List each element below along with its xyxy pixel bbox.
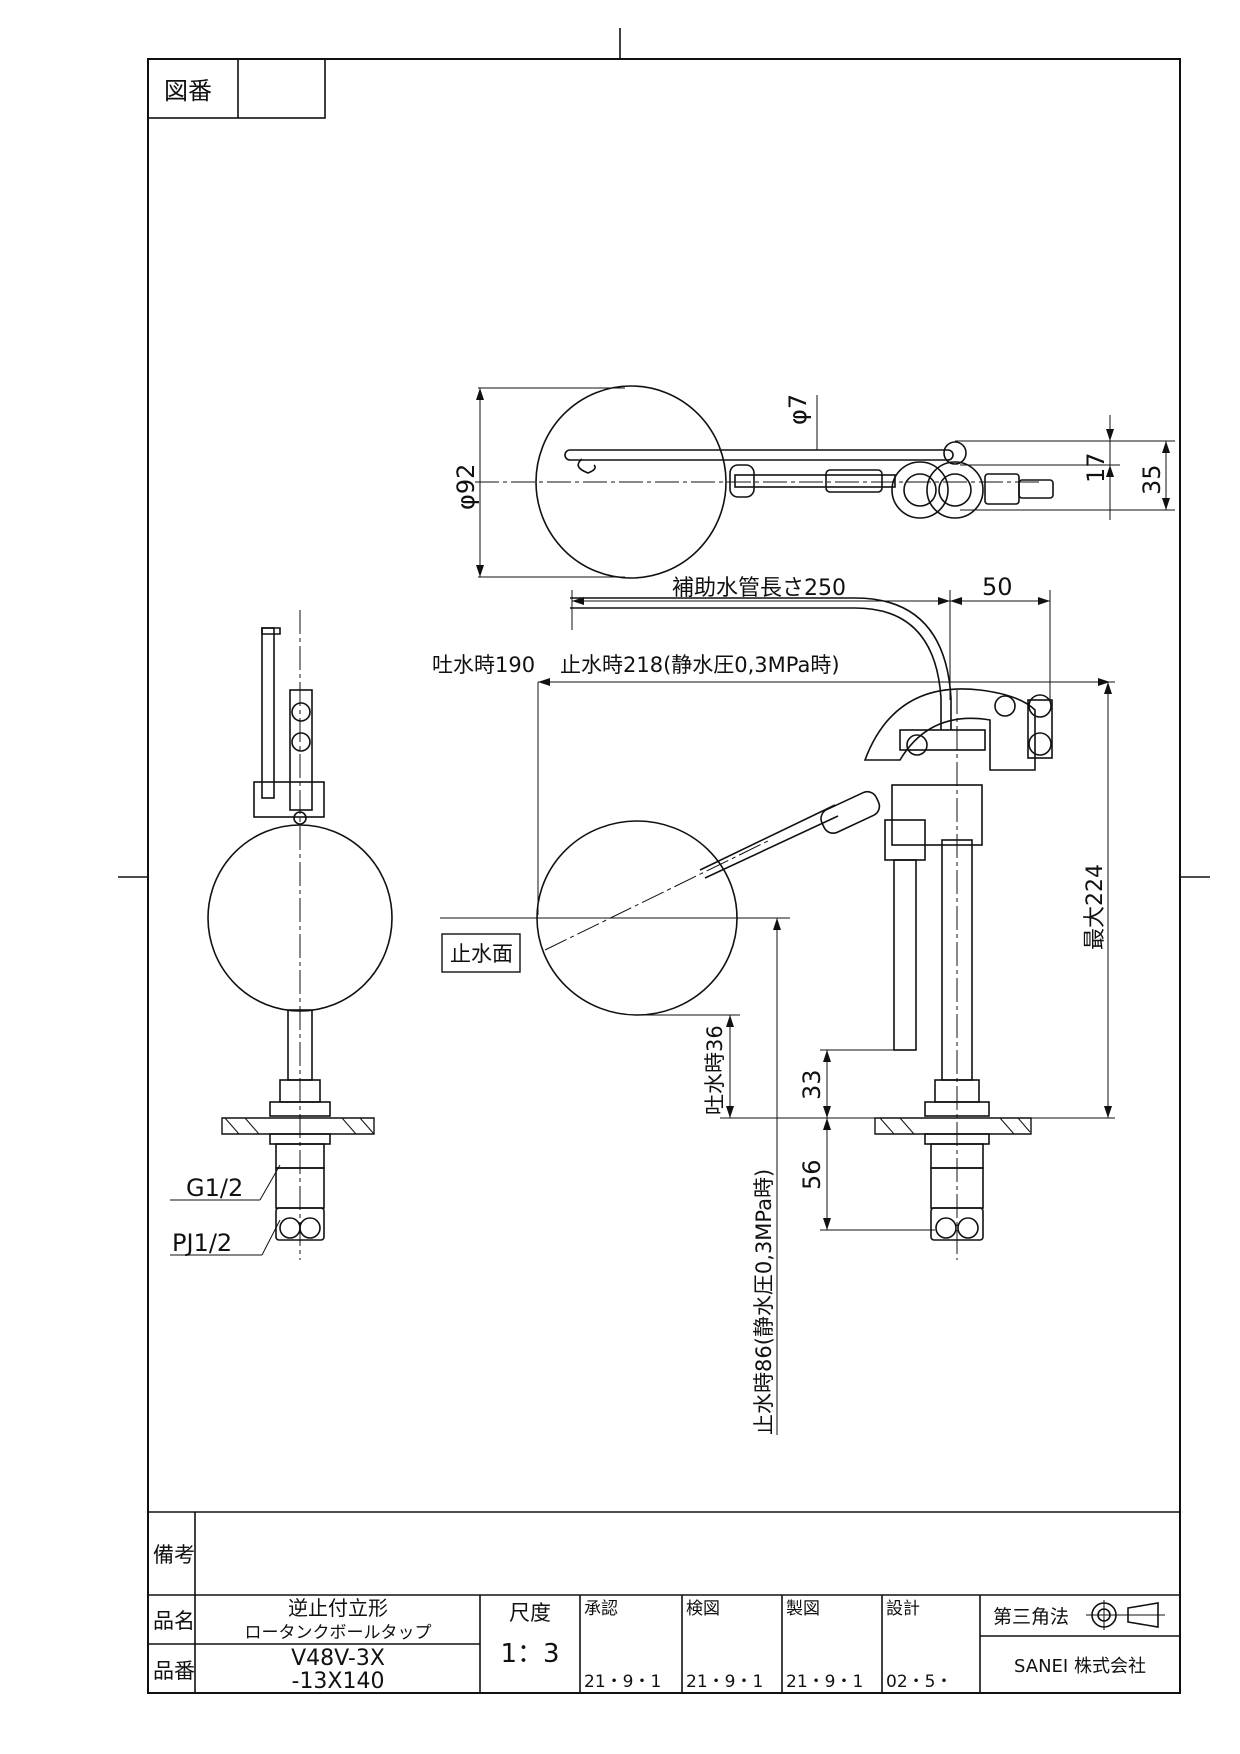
company-name: SANEI 株式会社 [1014, 1656, 1146, 1677]
top-view [475, 385, 1175, 579]
label-water-level: 止水面 [450, 942, 513, 966]
check-label: 検図 [686, 1599, 720, 1619]
product-name-line2: ロータンクボールタップ [245, 1623, 432, 1643]
dim-max-224: 最大224 [1083, 864, 1108, 950]
sheet-border [147, 58, 1181, 1694]
check-date: 21・9・1 [686, 1672, 763, 1692]
tank-wall-side [221, 1117, 375, 1135]
dim-stop-218: 止水時218(静水圧0,3MPa時) [560, 653, 840, 677]
dim-float-diameter: φ92 [452, 464, 480, 510]
design-date: 02・5・ [886, 1672, 952, 1692]
tank-wall-front [874, 1117, 1032, 1135]
dim-50: 50 [982, 573, 1013, 601]
float-ball-side [207, 824, 393, 1012]
scale-label: 尺度 [509, 1601, 551, 1625]
scale-value: 1：3 [500, 1639, 559, 1669]
remarks-label: 備考 [153, 1543, 195, 1567]
dim-17: 17 [1082, 452, 1110, 483]
product-code-line1: V48V-3X [291, 1646, 385, 1671]
dim-56: 56 [798, 1159, 826, 1190]
draft-date: 21・9・1 [786, 1672, 863, 1692]
dim-rod-diameter: φ7 [784, 394, 812, 425]
code-label: 品番 [153, 1659, 195, 1683]
dim-aux-tube: 補助水管長さ250 [672, 576, 846, 601]
water-level-box [441, 933, 521, 973]
dim-35: 35 [1138, 464, 1166, 495]
projection-label: 第三角法 [993, 1606, 1069, 1628]
title-block-text: 備考 品名 逆止付立形 ロータンクボールタップ 品番 V48V-3X -13X1… [153, 1543, 1146, 1694]
title-block [148, 1511, 1180, 1693]
approve-label: 承認 [584, 1599, 618, 1619]
float-ball-top [535, 385, 727, 579]
dimension-labels: φ92 φ7 17 35 補助水管長さ250 50 吐水時190 止水時218(… [172, 394, 1166, 1435]
draft-label: 製図 [786, 1599, 820, 1619]
name-label: 品名 [153, 1609, 195, 1633]
dim-discharge-190: 吐水時190 [432, 653, 535, 677]
dim-discharge-36: 吐水時36 [703, 1025, 727, 1115]
dim-stop-86: 止水時86(静水圧0,3MPa時) [752, 1169, 776, 1435]
dim-33: 33 [798, 1069, 826, 1100]
approve-date: 21・9・1 [584, 1672, 661, 1692]
product-name-line1: 逆止付立形 [288, 1596, 388, 1620]
lever-arm-top [564, 449, 954, 461]
drawing-number-box: 図番 [147, 58, 326, 119]
label-thread-pj: PJ1/2 [172, 1229, 232, 1257]
product-code-line2: -13X140 [292, 1669, 385, 1694]
label-thread-g: G1/2 [186, 1174, 243, 1202]
front-view [440, 590, 1115, 1435]
drawing-number-label: 図番 [164, 77, 212, 105]
side-view [170, 610, 393, 1260]
design-label: 設計 [886, 1599, 920, 1619]
